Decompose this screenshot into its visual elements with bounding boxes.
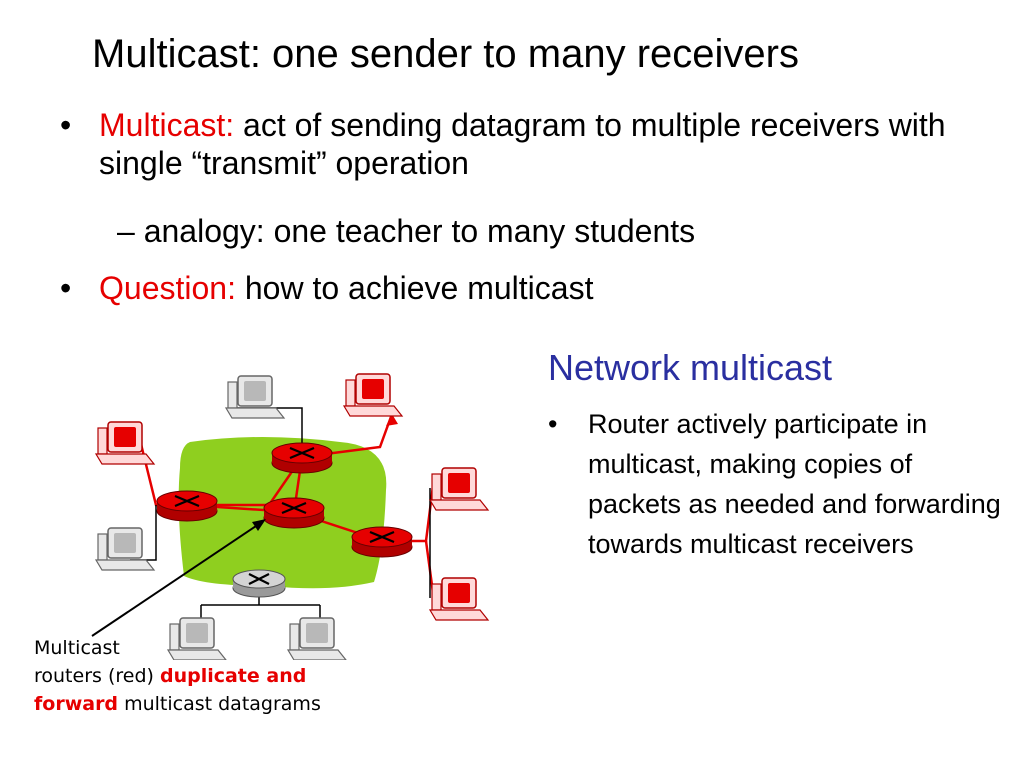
bullet-text: Multicast: act of sending datagram to mu… xyxy=(60,106,950,182)
multicast-network-diagram xyxy=(91,373,489,660)
computer-icon xyxy=(343,373,403,417)
bullet-label: Question: xyxy=(99,270,236,306)
bullet-body: Router actively participate in multicast… xyxy=(588,409,1001,559)
router-icon xyxy=(350,525,414,559)
caption-line: Multicast xyxy=(34,637,120,659)
bullet-marker: • xyxy=(60,270,72,306)
bullet-question: • Question: how to achieve multicast xyxy=(60,269,950,307)
router-icon xyxy=(270,441,334,475)
computer-icon xyxy=(225,375,285,419)
arrow-head xyxy=(386,414,398,426)
computer-icon xyxy=(429,577,489,621)
bullet-body: how to achieve multicast xyxy=(235,270,594,306)
sub-bullet-marker: – xyxy=(117,213,135,249)
caption-pointer-line xyxy=(91,521,263,637)
diagram-caption: Multicast routers (red) duplicate and fo… xyxy=(34,634,404,718)
router-icon xyxy=(231,568,287,599)
computer-icon xyxy=(95,421,155,465)
caption-emphasis: duplicate and xyxy=(159,665,307,687)
computer-icon xyxy=(429,467,489,511)
sub-bullet-body: analogy: one teacher to many students xyxy=(134,213,696,249)
sub-bullet-analogy: – analogy: one teacher to many students xyxy=(117,212,897,250)
caption-text: routers (red) xyxy=(34,665,160,687)
bullet-marker: • xyxy=(548,409,558,439)
bullet-multicast-definition: • Multicast: act of sending datagram to … xyxy=(60,106,950,182)
caption-line: routers (red) duplicate and xyxy=(34,662,404,690)
caption-line: forward multicast datagrams xyxy=(34,690,404,718)
caption-text: multicast datagrams xyxy=(118,693,321,715)
caption-pointer-arrow xyxy=(252,519,266,531)
bullet-marker: • xyxy=(60,107,72,143)
network-multicast-bullet: • Router actively participate in multica… xyxy=(548,404,1008,564)
slide-title: Multicast: one sender to many receivers xyxy=(92,32,799,76)
caption-emphasis: forward xyxy=(34,693,119,715)
router-icon xyxy=(155,489,219,523)
router-icon xyxy=(262,496,326,530)
network-multicast-heading: Network multicast xyxy=(548,347,833,388)
bullet-body: act of sending datagram to multiple rece… xyxy=(99,107,946,181)
bullet-label: Multicast: xyxy=(99,107,235,143)
computer-icon xyxy=(95,527,155,571)
bullet-text: Question: how to achieve multicast xyxy=(60,269,950,307)
